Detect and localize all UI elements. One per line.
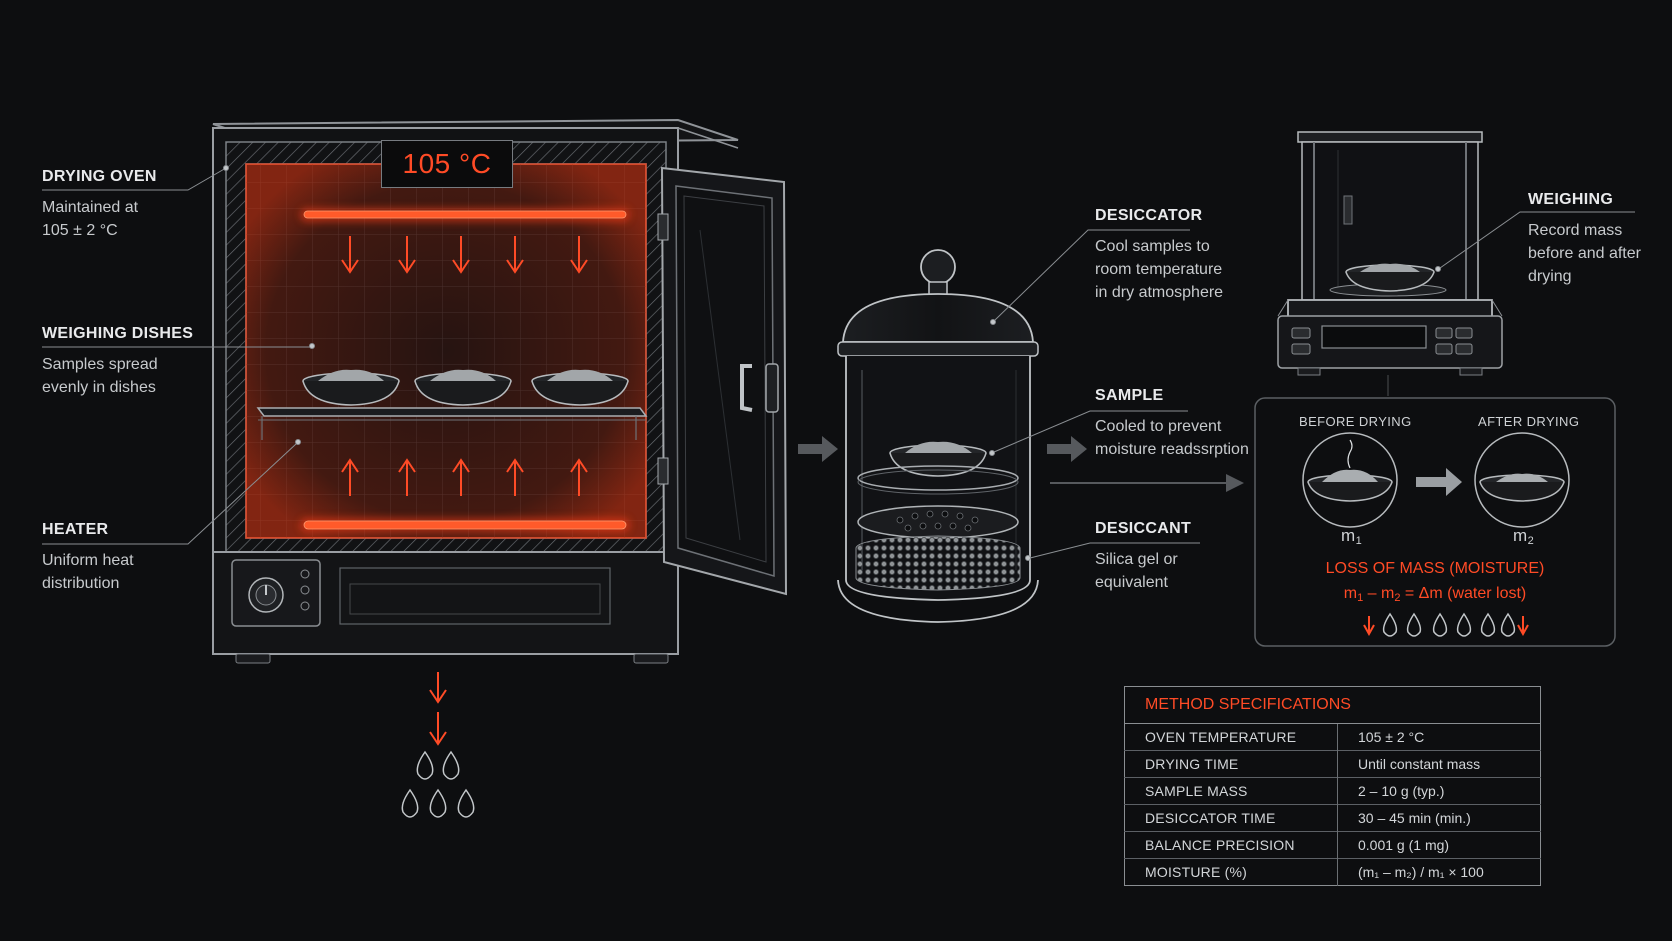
desiccant-label: DESICCANT Silica gel or equivalent (1095, 520, 1191, 594)
desiccant-desc-line: Silica gel or (1095, 551, 1178, 568)
weighing-desc-line: Record mass (1528, 222, 1623, 239)
weighing-desc-line: drying (1528, 268, 1572, 285)
process-arrows (798, 436, 1462, 496)
weighing-desc-line: before and after (1528, 245, 1641, 262)
desiccator-desc: Cool samples to room temperature in dry … (1095, 235, 1223, 304)
spec-param: MOISTURE (%) (1124, 858, 1338, 886)
callout-leaders (42, 165, 1635, 561)
drying-oven-title: DRYING OVEN (42, 168, 157, 185)
desiccator-desc-line: in dry atmosphere (1095, 284, 1224, 301)
desiccant-title: DESICCANT (1095, 520, 1192, 537)
oven-temperature-display: 105 °C (381, 140, 513, 188)
spec-value: 105 ± 2 °C (1337, 723, 1541, 751)
moisture-drip (401, 672, 475, 818)
weighing-dishes-desc-line: evenly in dishes (42, 379, 156, 396)
heat-up-arrows (341, 458, 588, 496)
weighing-dishes (302, 369, 629, 406)
table-row: MOISTURE (%)(m₁ – m₂) / m₁ × 100 (1124, 858, 1541, 886)
before-drying-label: BEFORE DRYING (1299, 414, 1412, 429)
desiccator-label: DESICCATOR Cool samples to room temperat… (1095, 207, 1223, 304)
heater-label: HEATER Uniform heat distribution (42, 521, 134, 595)
desiccator-desc-line: room temperature (1095, 261, 1223, 278)
heater-desc: Uniform heat distribution (42, 549, 134, 595)
desiccator-desc-line: Cool samples to (1095, 238, 1210, 255)
spec-value: Until constant mass (1337, 750, 1541, 778)
drying-oven-desc: Maintained at 105 ± 2 °C (42, 196, 157, 242)
spec-param: OVEN TEMPERATURE (1124, 723, 1338, 751)
drying-oven (212, 118, 788, 664)
drying-oven-label: DRYING OVEN Maintained at 105 ± 2 °C (42, 168, 157, 242)
weighing-title: WEIGHING (1528, 191, 1614, 208)
spec-param: DESICCATOR TIME (1124, 804, 1338, 832)
spec-value: 30 – 45 min (min.) (1337, 804, 1541, 832)
heater-desc-line: distribution (42, 575, 120, 592)
sample-desc-line: moisture readssrption (1095, 441, 1249, 458)
weighing-dishes-desc-line: Samples spread (42, 356, 158, 373)
m1-label: m1 (1341, 526, 1363, 547)
drying-oven-desc-line: 105 ± 2 °C (42, 222, 118, 239)
weighing-dishes-title: WEIGHING DISHES (42, 325, 194, 342)
sample-title: SAMPLE (1095, 387, 1164, 404)
desiccator (837, 249, 1039, 623)
spec-param: BALANCE PRECISION (1124, 831, 1338, 859)
weighing-label: WEIGHING Record mass before and after dr… (1528, 191, 1641, 288)
loss-of-mass-title: LOSS OF MASS (MOISTURE) (1325, 560, 1545, 577)
loss-of-mass-formula: m1 – m2 = Δm (water lost) (1343, 585, 1527, 604)
spec-value: (m₁ – m₂) / m₁ × 100 (1337, 858, 1541, 886)
heat-down-arrows (341, 236, 588, 274)
spec-param: DRYING TIME (1124, 750, 1338, 778)
sample-desc: Cooled to prevent moisture readssrption (1095, 415, 1249, 461)
desiccant-desc-line: equivalent (1095, 574, 1168, 591)
spec-value: 0.001 g (1 mg) (1337, 831, 1541, 859)
desiccator-title: DESICCATOR (1095, 207, 1203, 224)
analytical-balance (1277, 131, 1503, 396)
specs-title: METHOD SPECIFICATIONS (1124, 686, 1541, 724)
drying-oven-desc-line: Maintained at (42, 199, 139, 216)
spec-param: SAMPLE MASS (1124, 777, 1338, 805)
sample-label: SAMPLE Cooled to prevent moisture readss… (1095, 387, 1249, 461)
weighing-desc: Record mass before and after drying (1528, 219, 1641, 288)
heater-desc-line: Uniform heat (42, 552, 134, 569)
spec-value: 2 – 10 g (typ.) (1337, 777, 1541, 805)
sample-desc-line: Cooled to prevent (1095, 418, 1222, 435)
after-drying-label: AFTER DRYING (1478, 414, 1580, 429)
desiccant-desc: Silica gel or equivalent (1095, 548, 1191, 594)
weighing-dishes-desc: Samples spread evenly in dishes (42, 353, 193, 399)
mass-loss-panel (1254, 397, 1616, 647)
m2-label: m2 (1513, 526, 1535, 547)
heater-title: HEATER (42, 521, 109, 538)
weighing-dishes-label: WEIGHING DISHES Samples spread evenly in… (42, 325, 193, 399)
